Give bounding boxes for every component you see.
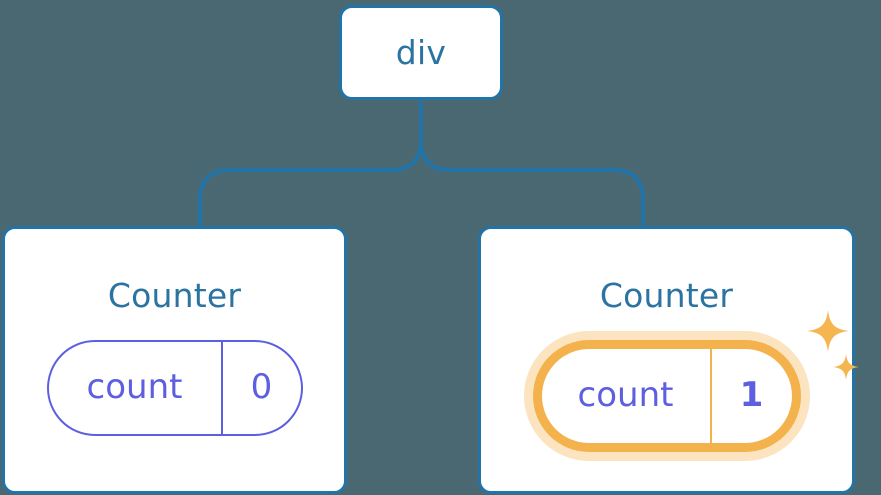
- root-node-div[interactable]: div: [339, 5, 503, 100]
- root-node-label: div: [395, 33, 447, 72]
- state-pill[interactable]: count 0: [46, 340, 303, 436]
- component-card-counter-right[interactable]: Counter count 1: [478, 226, 859, 494]
- component-title: Counter: [599, 276, 734, 315]
- state-pill-wrapper-highlighted: count 1: [532, 310, 859, 452]
- sparkle-small-icon: [832, 354, 859, 380]
- sparkle-large-icon: [806, 310, 849, 352]
- state-pill-wrapper: count 0: [46, 340, 303, 436]
- state-pill-value: 1: [709, 349, 792, 443]
- component-title: Counter: [107, 276, 242, 315]
- state-pill-highlighted[interactable]: count 1: [532, 340, 801, 452]
- state-pill-key: count: [577, 375, 674, 415]
- state-pill-value: 0: [220, 342, 301, 434]
- component-card-counter-left[interactable]: Counter count 0: [2, 226, 347, 494]
- state-pill-key: count: [86, 367, 183, 407]
